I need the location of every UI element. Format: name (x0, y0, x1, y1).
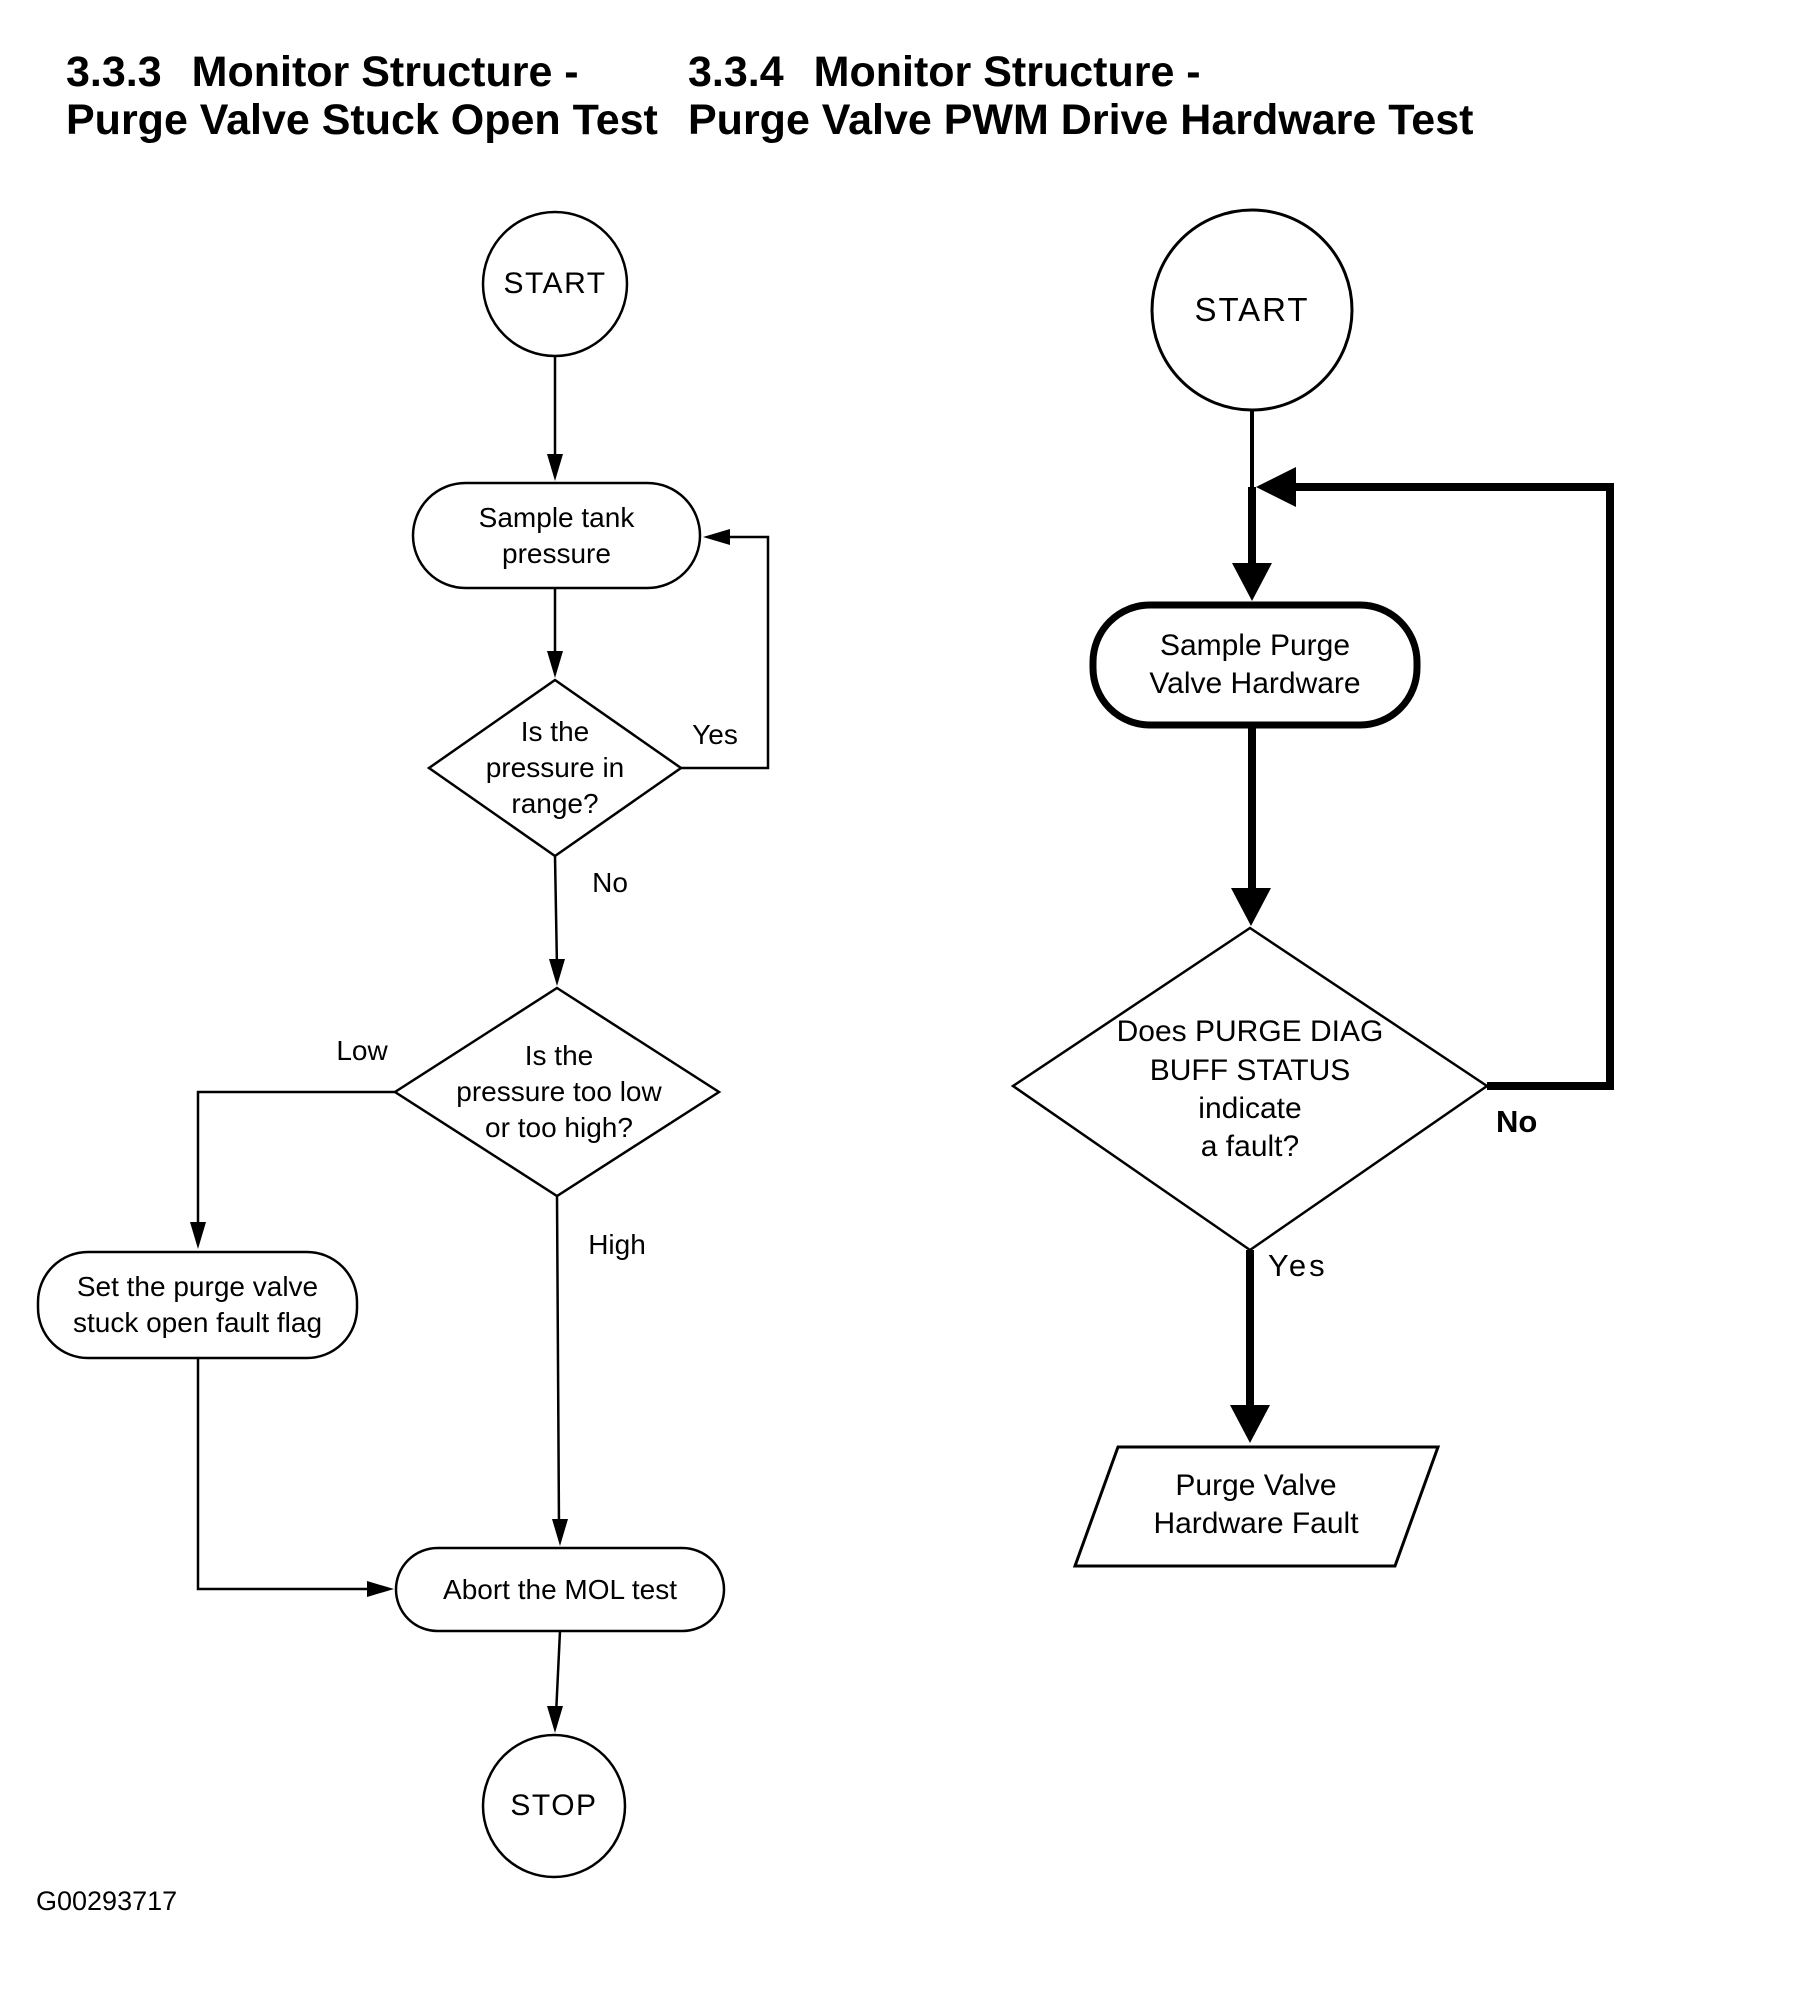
edge-junction-to-sample (1232, 487, 1272, 601)
chart-334-title: 3.3.4 Monitor Structure - Purge Valve PWM… (688, 48, 1473, 144)
edge-yes-loop-to-sample (681, 529, 770, 770)
process-sample-purge-valve-hardware-label: Sample Purge Valve Hardware (1149, 628, 1361, 700)
process-abort-mol-test-label: Abort the MOL test (443, 1573, 677, 1605)
arrowhead-down (1232, 563, 1272, 601)
edge-sample-to-decision-fault (1231, 725, 1271, 926)
process-sample-tank-pressure-label: Sample tank pressure (478, 501, 635, 569)
io-purge-valve-hardware-fault-label: Purge Valve Hardware Fault (1153, 1468, 1359, 1540)
decision-purge-diag-buff-status-label: Does PURGE DIAG BUFF STATUS indicate a f… (1116, 1015, 1384, 1164)
chart-333-title-text1: Monitor Structure - (191, 48, 579, 96)
figure-code: G00293717 (36, 1886, 178, 1916)
edge-label-no-right: No (1496, 1104, 1538, 1140)
edge-abort-to-stop (547, 1630, 563, 1733)
chart-334-title-text1: Monitor Structure - (813, 48, 1201, 96)
arrowhead-right (367, 1581, 394, 1597)
chart-334-shapes (1010, 208, 1614, 1568)
edge-no-feedback-loop (1256, 467, 1614, 1090)
chart-333-title-row1: 3.3.3 Monitor Structure - (66, 48, 658, 96)
start-terminator-label-right: START (1194, 290, 1310, 328)
chart-333-shapes (36, 210, 770, 1879)
edge-no-to-decision-low-high (549, 855, 565, 986)
edge-low-to-set-flag (190, 1090, 395, 1249)
process-set-stuck-open-fault-flag-label: Set the purge valve stuck open fault fla… (72, 1271, 323, 1338)
arrowhead-down (547, 454, 563, 481)
decision-pressure-too-low-or-high-label: Is the pressure too low or too high? (456, 1040, 662, 1143)
arrowhead-left (1256, 467, 1296, 507)
edge-start-to-sample (547, 356, 563, 481)
chart-333-title-number: 3.3.3 (66, 48, 162, 96)
arrowhead-down (1231, 888, 1271, 926)
edge-label-no: No (592, 867, 628, 899)
stop-terminator-shape (481, 1733, 627, 1879)
arrowhead-down (190, 1222, 206, 1249)
edge-high-to-abort (552, 1195, 568, 1546)
edge-sample-to-decision-range (547, 588, 563, 678)
start-terminator-label: START (503, 266, 607, 300)
arrowhead-down (1230, 1405, 1270, 1443)
chart-334-title-row1: 3.3.4 Monitor Structure - (688, 48, 1473, 96)
arrowhead-down (549, 959, 565, 986)
decision-pressure-in-range-label: Is the pressure in range? (485, 716, 625, 819)
edge-label-yes-right: Yes (1268, 1248, 1328, 1284)
stop-terminator-label: STOP (510, 1788, 598, 1822)
edge-label-high: High (588, 1229, 646, 1261)
process-sample-tank-pressure-shape (411, 481, 702, 590)
arrowhead-left (703, 529, 730, 545)
arrowhead-down (547, 651, 563, 678)
arrowhead-down (552, 1519, 568, 1546)
chart-333-title: 3.3.3 Monitor Structure - Purge Valve Stu… (66, 48, 658, 144)
edge-set-flag-to-abort (196, 1358, 394, 1597)
chart-334-title-text2: Purge Valve PWM Drive Hardware Test (688, 96, 1474, 144)
arrowhead-down (547, 1706, 563, 1733)
edge-label-low: Low (336, 1035, 388, 1067)
chart-333-title-text2: Purge Valve Stuck Open Test (66, 96, 658, 144)
edge-label-yes: Yes (692, 719, 738, 751)
edge-yes-to-fault-output (1230, 1250, 1270, 1443)
chart-334-title-number: 3.3.4 (688, 48, 784, 96)
io-purge-valve-hardware-fault-shape (1072, 1445, 1441, 1568)
